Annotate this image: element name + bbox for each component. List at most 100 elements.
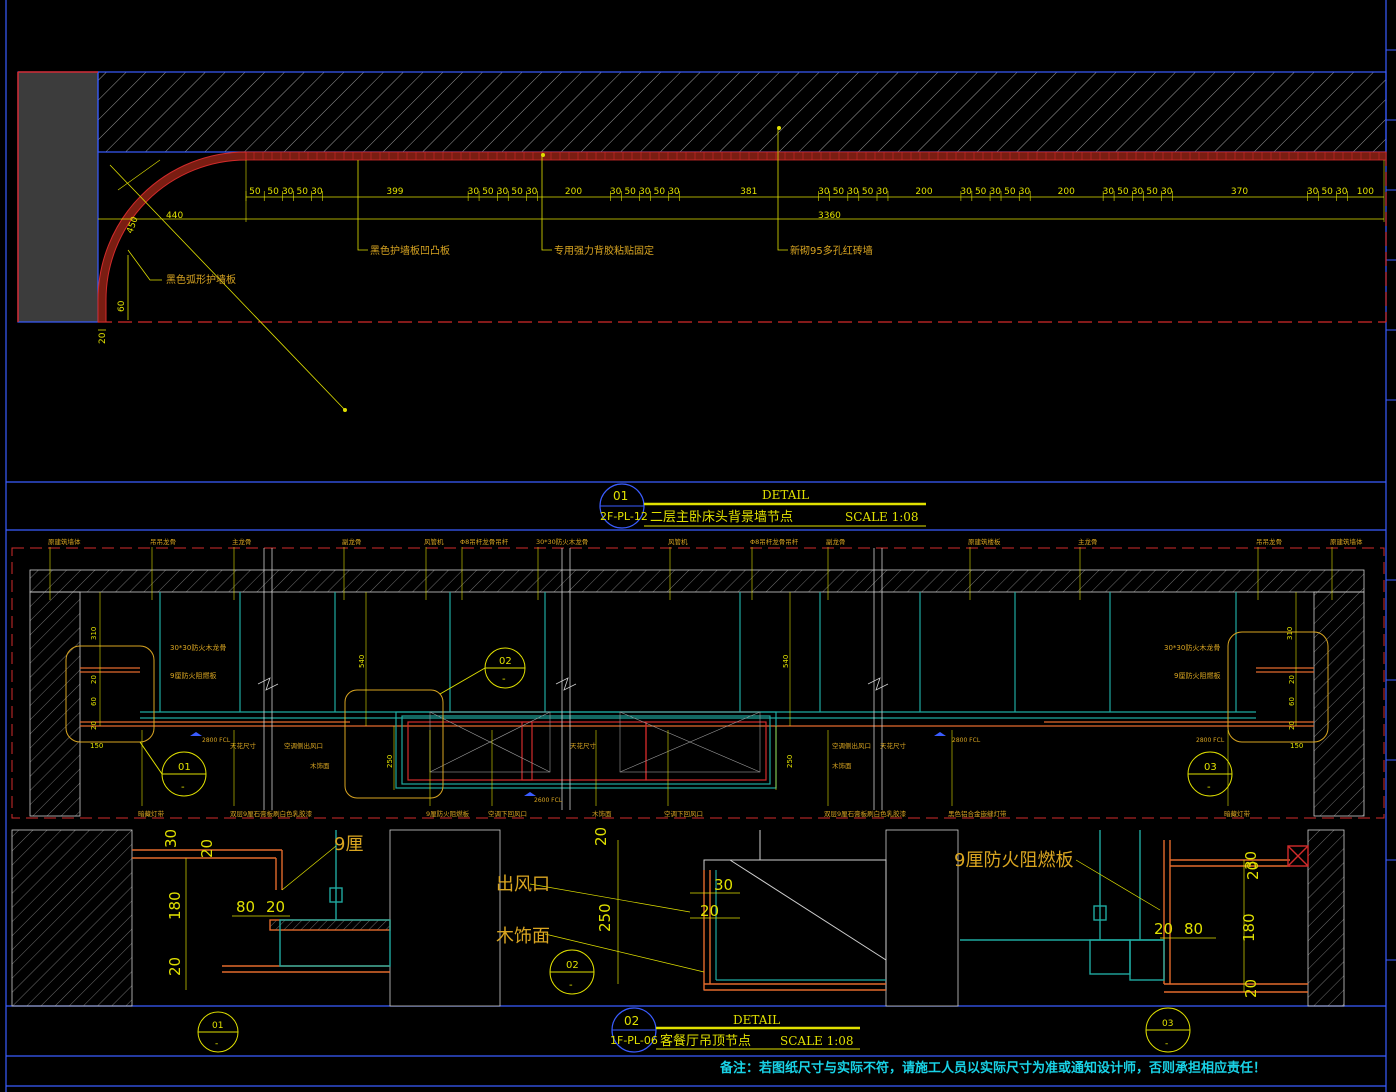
zoom-dim: 30 [714, 876, 733, 894]
dim-value: 50 [975, 187, 987, 197]
mid-label: 木饰面 [310, 761, 330, 770]
top-label: 主龙骨 [1078, 537, 1098, 546]
zoom-dim: 20 [1242, 979, 1260, 998]
side-label-left: 9厘防火阻燃板 [170, 671, 216, 680]
dim-value: 30 [282, 187, 294, 197]
dim-value: 30 [1132, 187, 1144, 197]
bottom-label: 双层9厘石膏板刷白色乳胶漆 [824, 809, 907, 818]
bottom-label: 空调下回风口 [664, 809, 703, 818]
bottom-callout-circles [197, 1007, 1191, 1053]
bottom-label: 暗藏灯带 [138, 809, 165, 818]
brick-wall-hatch [97, 71, 1387, 153]
dim-value: 30 [847, 187, 859, 197]
dim-value: 30 [468, 187, 480, 197]
top-label: Φ8吊杆龙骨吊杆 [460, 537, 509, 546]
dim-value: 50 [297, 187, 309, 197]
dim-value: 30 [526, 187, 538, 197]
elevation-label: 2800 FCL [952, 737, 981, 744]
detail2-title-block [611, 1007, 860, 1053]
section-callouts [139, 647, 1233, 797]
dim-440: 440 [166, 211, 183, 221]
dim-value: 50 [1321, 187, 1333, 197]
zoom-dim: 20 [166, 957, 184, 976]
dim-value: 200 [915, 187, 932, 197]
title1-drawing-no: 2F-PL-12 [600, 510, 648, 523]
zoom-callout-num: 02 [566, 960, 579, 971]
dim-value: 200 [565, 187, 582, 197]
dim-value: 30 [1161, 187, 1173, 197]
dim-value: 50 [833, 187, 845, 197]
title1-scale: SCALE 1:08 [845, 510, 919, 524]
top-label: 副龙骨 [826, 537, 846, 546]
zoom-dim: 80 [1184, 920, 1203, 938]
bottom-label: 9厘防火阻燃板 [426, 809, 470, 818]
top-label: Φ8吊杆龙骨吊杆 [750, 537, 799, 546]
dim-value: 381 [740, 187, 757, 197]
dim-value: 50 [654, 187, 666, 197]
dim-value: 399 [386, 187, 403, 197]
dim-value: 50 [1004, 187, 1016, 197]
title2-name: 客餐厅吊顶节点 [660, 1033, 751, 1049]
dim-value: 20 [1288, 721, 1296, 730]
dim-value: 30 [668, 187, 680, 197]
zoom-callout-sub: - [569, 980, 573, 991]
mid-label: 空调侧出风口 [284, 741, 323, 750]
mid-label: 天花尺寸 [230, 741, 257, 750]
detail1-title-block [599, 483, 926, 529]
dim-value: 50 [862, 187, 874, 197]
slab-hatch [29, 569, 1365, 593]
zoom-dim: 20 [266, 898, 285, 916]
leader-lines [98, 128, 788, 411]
dim-value: 20 [90, 675, 98, 684]
title1-detail: DETAIL [762, 488, 809, 502]
side-label-left: 30*30防火木龙骨 [170, 643, 226, 652]
dim-value: 50 [249, 187, 261, 197]
dim-value: 30 [311, 187, 323, 197]
zoom-dim: 180 [166, 891, 184, 920]
top-label: 副龙骨 [342, 537, 362, 546]
dim-value: 50 [511, 187, 523, 197]
callout1-sub: - [181, 782, 185, 793]
dim-value: 30 [497, 187, 509, 197]
dim-value: 150 [1290, 742, 1303, 750]
bottom-callout1-sub: - [215, 1039, 218, 1049]
zoom-dim: 20 [198, 839, 216, 858]
label-arc-panel: 黑色弧形护墙板 [166, 273, 236, 286]
label-black-panel: 黑色护墙板凹凸板 [370, 244, 450, 257]
bottom-label: 暗藏灯带 [1224, 809, 1251, 818]
bottom-callout3-sub: - [1165, 1039, 1168, 1049]
elevation-label: 2600 FCL [534, 797, 563, 804]
dim-total: 3360 [818, 211, 841, 221]
mid-label: 木饰面 [832, 761, 852, 770]
label-glue: 专用强力背胶粘贴固定 [554, 244, 654, 257]
side-label-right: 9厘防火阻燃板 [1174, 671, 1220, 680]
dim-value: 60 [1288, 697, 1296, 706]
mid-label: 天花尺寸 [570, 741, 597, 750]
arc-wall-panel [97, 151, 247, 323]
dim-60: 60 [117, 300, 127, 312]
section2-cut-outline [11, 547, 1385, 819]
top-label: 原建筑墙体 [1330, 537, 1363, 546]
elevation-label: 2800 FCL [202, 737, 231, 744]
dim-value: 250 [786, 755, 794, 768]
bottom-label: 空调下回风口 [488, 809, 527, 818]
top-label: 原建筑墙体 [48, 537, 81, 546]
zoom-dim: 20 [1154, 920, 1173, 938]
dim-value: 30 [960, 187, 972, 197]
top-label: 原建筑楼板 [968, 537, 1001, 546]
wall-right [1313, 591, 1365, 817]
zoom-mid-label-1: 出风口 [496, 874, 550, 895]
dim-value: 30 [1019, 187, 1031, 197]
dim-value: 30 [990, 187, 1002, 197]
detail1-plan [17, 71, 1387, 412]
side-label-right: 30*30防火木龙骨 [1164, 643, 1220, 652]
dim-value: 310 [90, 627, 98, 640]
top-label: 主龙骨 [232, 537, 252, 546]
bottom-label: 双层9厘石膏板刷白色乳胶漆 [230, 809, 313, 818]
zoom-dim: 20 [700, 902, 719, 920]
dim-value: 100 [1357, 187, 1374, 197]
zoom-dim: 20 [592, 827, 610, 846]
bottom-callout1-num: 01 [212, 1021, 223, 1031]
bottom-label: 黑色铝合金嵌缝灯带 [948, 809, 1007, 818]
